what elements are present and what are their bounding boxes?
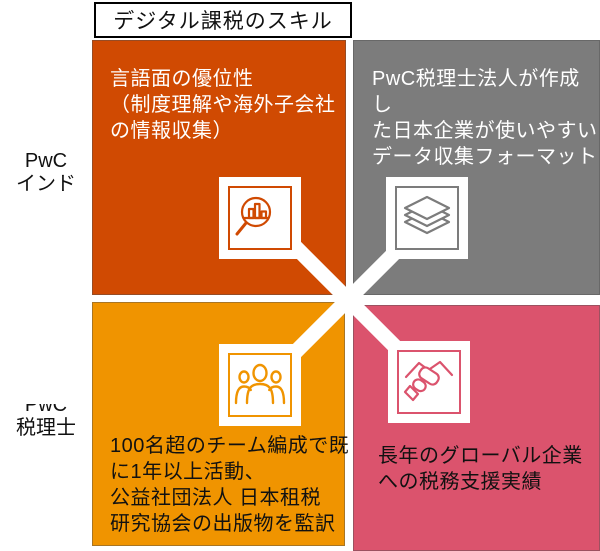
row-label-line: PwC xyxy=(24,150,68,172)
row-label-pwc-zeirishi: PwC 税理士 xyxy=(0,404,92,450)
icon-tile-bottom-right xyxy=(388,341,470,423)
icon-tile-bottom-left xyxy=(219,344,301,426)
handshake-icon xyxy=(403,360,454,402)
stacked-layers-icon xyxy=(403,195,451,235)
icon-frame xyxy=(228,186,292,250)
team-people-icon xyxy=(234,363,286,405)
page-title: デジタル課税のスキル xyxy=(113,10,333,33)
icon-tile-top-right xyxy=(386,177,468,259)
magnifier-bar-chart-icon xyxy=(235,196,272,236)
icon-frame xyxy=(228,353,292,417)
icon-frame xyxy=(395,186,459,250)
icon-tile-top-left xyxy=(219,177,301,259)
quadrant-text-top-right: PwC税理士法人が作成し た日本企業が使いやすい データ収集フォーマット xyxy=(372,68,598,168)
icon-frame xyxy=(397,350,461,414)
quadrant-text-bottom-right: 長年のグローバル企業 への税務支援実績 xyxy=(378,445,583,493)
row-label-line: PwC xyxy=(24,404,68,416)
row-label-line: インド xyxy=(16,173,76,191)
row-label-line: 税理士 xyxy=(16,417,76,439)
quadrant-text-top-left: 言語面の優位性 （制度理解や海外子会社 の情報収集） xyxy=(110,68,336,142)
quadrant-text-bottom-left: 100名超のチーム編成で既 に1年以上活動、 公益社団法人 日本租税 研究協会の… xyxy=(110,435,350,535)
row-label-pwc-india: PwC インド xyxy=(0,148,92,191)
title-box: デジタル課税のスキル xyxy=(94,2,352,38)
